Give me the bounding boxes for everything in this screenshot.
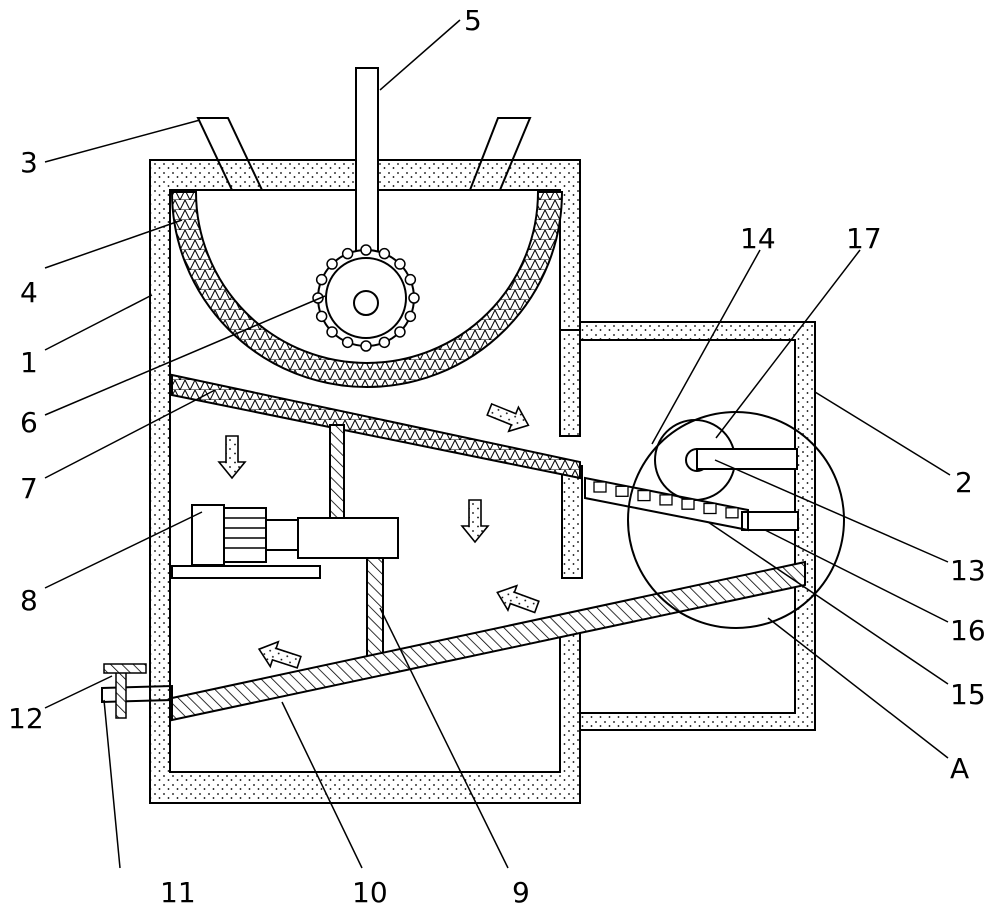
motor [171, 504, 399, 579]
label-6: 6 [20, 406, 38, 439]
valve [103, 663, 147, 719]
label-7: 7 [20, 472, 38, 505]
side-housing [579, 321, 816, 731]
label-13: 13 [950, 554, 986, 587]
label-12: 12 [8, 702, 44, 735]
label-17: 17 [846, 222, 882, 255]
label-16: 16 [950, 614, 986, 647]
flow-arrows [217, 402, 540, 669]
label-4: 4 [20, 276, 38, 309]
divider-wall-lower [561, 465, 583, 579]
leader-lines [44, 19, 951, 869]
label-8: 8 [20, 584, 38, 617]
grinding-bowl [170, 191, 564, 388]
screen-support [329, 424, 345, 521]
label-3: 3 [20, 146, 38, 179]
label-a: A [950, 752, 969, 785]
label-15: 15 [950, 678, 986, 711]
inclined-bottom-plate [171, 560, 806, 722]
grinding-gear [312, 244, 420, 352]
feed-hopper [196, 117, 532, 191]
label-2: 2 [955, 466, 973, 499]
label-1: 1 [20, 346, 38, 379]
inclined-screen [171, 373, 581, 480]
discharge-pipe [101, 684, 173, 704]
label-14: 14 [740, 222, 776, 255]
label-11: 11 [160, 876, 196, 909]
divider-wall-upper [559, 329, 581, 437]
push-rod [584, 476, 799, 532]
label-9: 9 [512, 876, 530, 909]
pulley-assembly [654, 419, 798, 501]
label-10: 10 [352, 876, 388, 909]
label-5: 5 [464, 4, 482, 37]
part-labels: 3 5 4 1 6 7 8 12 11 10 9 14 17 2 13 16 1… [8, 4, 986, 909]
